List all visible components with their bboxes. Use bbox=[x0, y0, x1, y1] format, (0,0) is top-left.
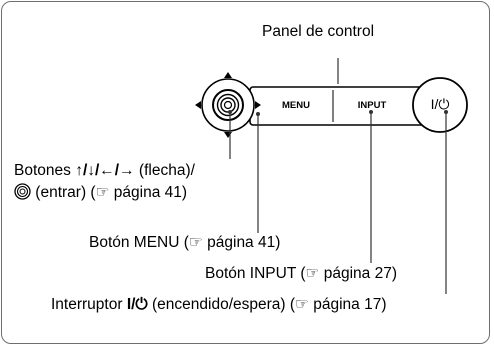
power-button-outline bbox=[412, 77, 468, 133]
pointing-hand-icon: ☞ bbox=[305, 265, 320, 282]
power-button[interactable]: I/⏻ bbox=[418, 96, 462, 113]
leader-lines bbox=[229, 58, 447, 294]
menu-button-label: MENU bbox=[282, 100, 310, 111]
arrows-label: Botones ↑/↓/←/→ (flecha)/ bbox=[14, 162, 195, 180]
power-symbols: I/⏻ bbox=[126, 296, 148, 313]
input-button-label: INPUT bbox=[357, 100, 387, 111]
menu-button[interactable]: MENU bbox=[262, 100, 330, 111]
panel-label: Panel de control bbox=[262, 23, 375, 40]
pointing-hand-icon: ☞ bbox=[95, 184, 110, 201]
power-label-suffix: (encendido/espera) ( bbox=[147, 296, 296, 313]
enter-icon bbox=[14, 183, 31, 205]
input-label-text: Botón INPUT ( bbox=[205, 265, 306, 282]
diagram-frame bbox=[1, 1, 490, 344]
input-page: página 27) bbox=[319, 265, 397, 282]
menu-page: página 41) bbox=[202, 234, 281, 251]
right-arrow-icon bbox=[255, 101, 261, 109]
power-label-prefix: Interruptor bbox=[51, 296, 127, 313]
arrow-symbols: ↑/↓/←/→ bbox=[75, 162, 135, 179]
input-button[interactable]: INPUT bbox=[336, 100, 408, 111]
power-page: página 17) bbox=[308, 296, 387, 313]
menu-label-text: Botón MENU ( bbox=[89, 234, 189, 251]
menu-label: Botón MENU (☞ página 41) bbox=[89, 234, 280, 252]
enter-label-text: (entrar) ( bbox=[31, 184, 96, 201]
enter-page: página 41) bbox=[109, 184, 188, 201]
power-button-label: I/⏻ bbox=[430, 96, 450, 112]
up-arrow-icon bbox=[224, 72, 232, 78]
pointing-hand-icon: ☞ bbox=[295, 296, 309, 313]
left-arrow-icon bbox=[195, 101, 201, 109]
enter-label: (entrar) (☞ página 41) bbox=[14, 183, 187, 205]
pointing-hand-icon: ☞ bbox=[188, 234, 203, 251]
power-label: Interruptor I/⏻ (encendido/espera) (☞ pá… bbox=[51, 296, 387, 314]
input-label: Botón INPUT (☞ página 27) bbox=[205, 265, 397, 283]
arrows-label-suffix: (flecha)/ bbox=[134, 162, 195, 179]
down-arrow-icon bbox=[224, 132, 232, 138]
arrows-label-prefix: Botones bbox=[14, 162, 76, 179]
